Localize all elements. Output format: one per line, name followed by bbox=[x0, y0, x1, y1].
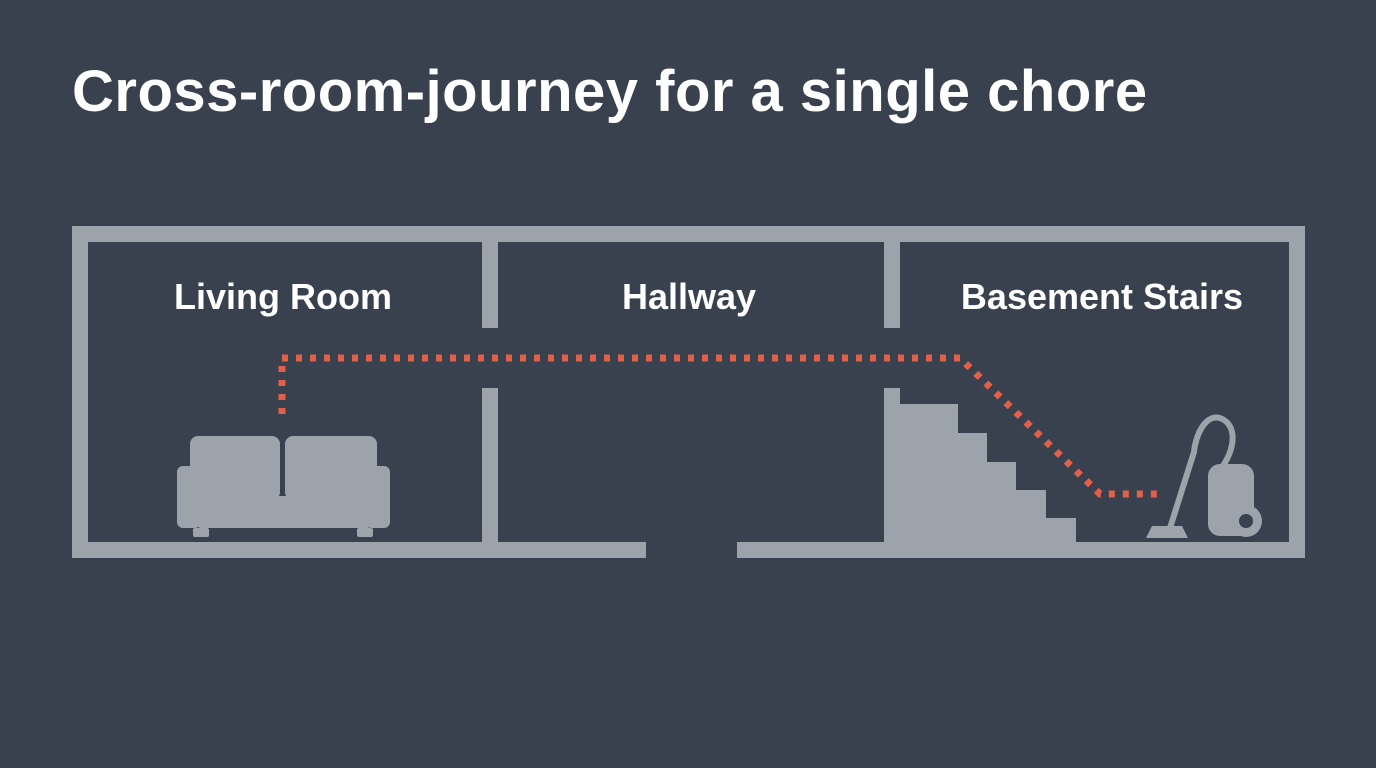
room-label-living-room: Living Room bbox=[174, 276, 392, 317]
stairs-icon bbox=[900, 404, 1076, 542]
room-label-hallway: Hallway bbox=[622, 276, 756, 317]
wall-right bbox=[1289, 226, 1305, 558]
vacuum-cleaner-icon bbox=[1146, 414, 1262, 538]
page-title: Cross-room-journey for a single chore bbox=[72, 59, 1148, 124]
divider-1-lower bbox=[482, 388, 498, 558]
wall-bottom-left bbox=[72, 542, 646, 558]
divider-2-upper bbox=[884, 226, 900, 328]
wall-bottom-right bbox=[737, 542, 1305, 558]
journey-path bbox=[278, 354, 1160, 498]
wall-top bbox=[72, 226, 1305, 242]
walls bbox=[72, 226, 1305, 558]
room-label-basement-stairs: Basement Stairs bbox=[961, 276, 1243, 317]
sofa-icon bbox=[177, 436, 390, 537]
divider-1-upper bbox=[482, 226, 498, 328]
wall-left bbox=[72, 226, 88, 558]
divider-2-lower bbox=[884, 388, 900, 558]
